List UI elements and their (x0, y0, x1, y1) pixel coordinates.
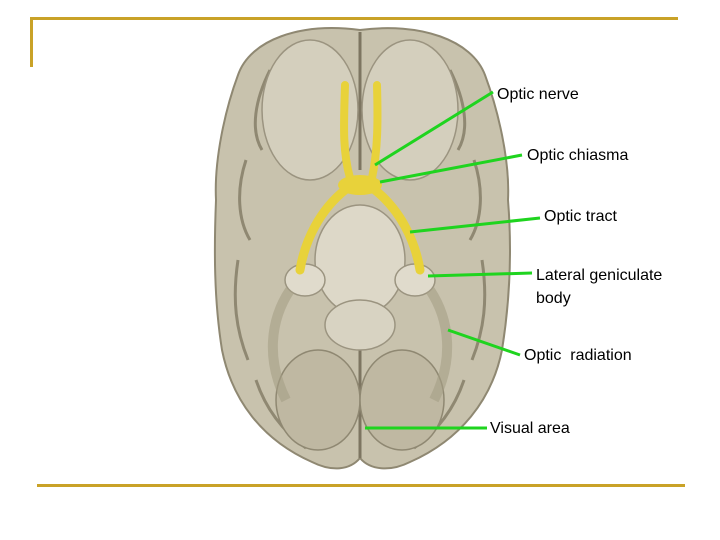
pointer-optic-radiation (447, 328, 521, 357)
label-optic-radiation: Optic radiation (524, 347, 632, 364)
label-optic-chiasma: Optic chiasma (527, 147, 629, 164)
optic-radiation-right (425, 287, 453, 403)
optic-radiation-left (267, 287, 295, 403)
label-optic-nerve: Optic nerve (497, 86, 579, 103)
pointer-optic-tract (409, 216, 541, 234)
frame-left-line (30, 17, 33, 67)
occipital-region-right (359, 349, 445, 451)
cortex-right-folds (413, 69, 487, 450)
optic-tract-left (295, 185, 350, 275)
label-optic-tract: Optic tract (544, 208, 617, 225)
optic-nerve-right (368, 81, 382, 182)
pointer-optic-nerve (374, 90, 494, 167)
frame-top-line (30, 17, 678, 20)
pons (324, 299, 396, 351)
frame-bottom-line (37, 484, 685, 487)
label-visual-area: Visual area (490, 420, 570, 437)
occipital-region-left (275, 349, 361, 451)
optic-nerve-left (340, 81, 354, 182)
cortex-left-folds (233, 69, 307, 450)
frontal-lobe-left (261, 39, 359, 181)
pointer-lateral-geniculate (427, 271, 533, 278)
pointer-optic-chiasma (379, 153, 523, 184)
frontal-lobe-right (361, 39, 459, 181)
midbrain (314, 204, 406, 316)
label-lateral-geniculate-line2: body (536, 290, 571, 307)
optic-tract-right (370, 185, 425, 275)
label-lateral-geniculate-line1: Lateral geniculate (536, 267, 663, 284)
